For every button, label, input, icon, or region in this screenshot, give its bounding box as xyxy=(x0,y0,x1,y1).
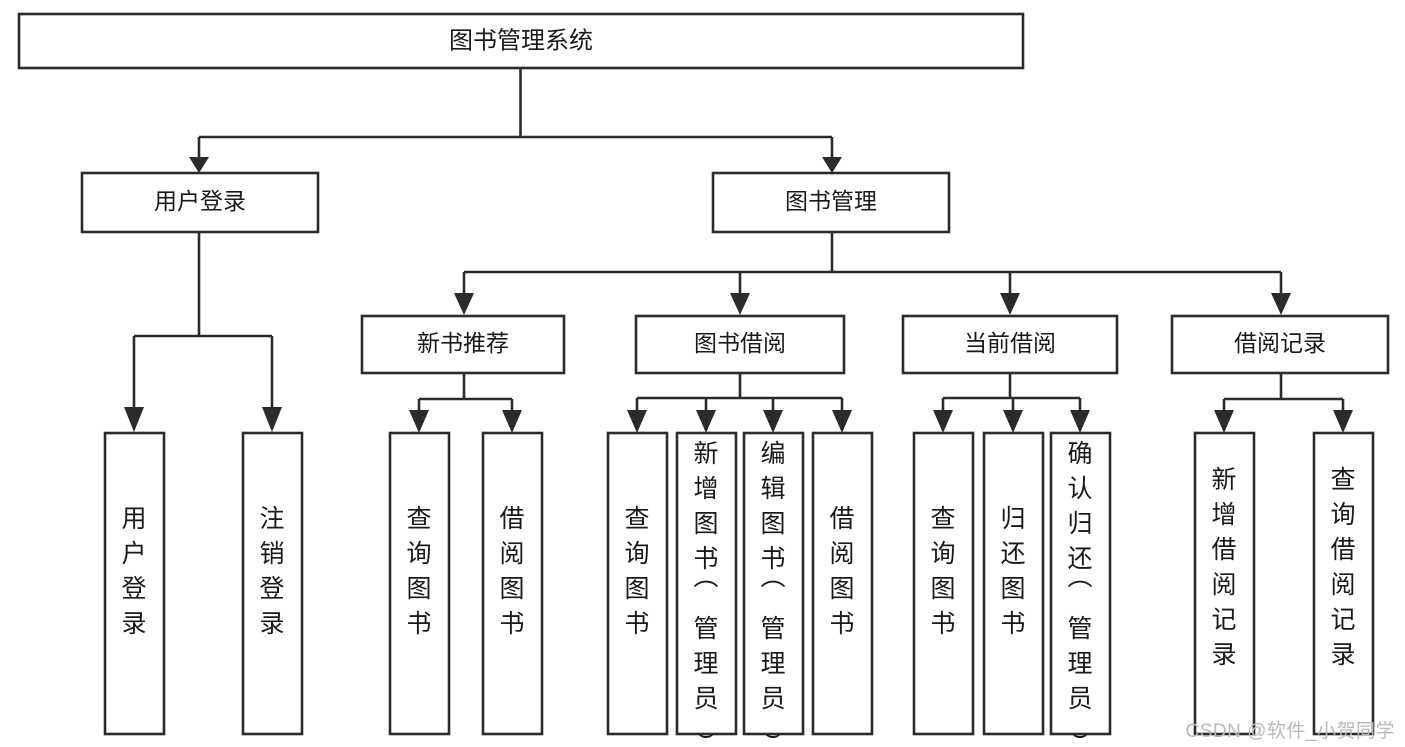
arrowhead-current-borrow xyxy=(1000,293,1020,315)
book-manage-label: 图书管理 xyxy=(785,188,877,214)
node-leaf-borrow-book-2[interactable]: 借阅图书 xyxy=(811,431,874,736)
current-borrow-box[interactable] xyxy=(901,314,1119,375)
node-new-book-recommend[interactable]: 新书推荐 xyxy=(360,314,566,375)
leaf-return-book-box[interactable] xyxy=(982,431,1045,736)
connector-group xyxy=(124,68,1353,433)
leaf-query-record-box[interactable] xyxy=(1312,431,1375,736)
arrowhead-new-book-recommend xyxy=(454,293,474,315)
leaf-add-book-label: 新增图书⌒管理员⌣ xyxy=(693,440,718,747)
node-user-login[interactable]: 用户登录 xyxy=(80,171,320,234)
leaf-add-record-box[interactable] xyxy=(1193,431,1256,736)
leaf-nodes-group: 用户登录 注销登录 查询图书 借阅图书 查询图书 新增图书⌒管理员⌣ xyxy=(103,431,1375,747)
leaf-add-record-label: 新增借阅记录 xyxy=(1211,466,1236,669)
leaf-logout-login-box[interactable] xyxy=(241,431,304,736)
root-box[interactable] xyxy=(17,12,1025,70)
node-leaf-confirm-return[interactable]: 确认归还⌒管理员⌣ xyxy=(1049,431,1112,747)
arrowhead-leaf-borrow-book-1 xyxy=(502,410,522,433)
arrowhead-leaf-user-login xyxy=(124,407,144,432)
leaf-query-book-1-label: 查询图书 xyxy=(406,505,431,638)
node-borrow-record[interactable]: 借阅记录 xyxy=(1170,314,1390,375)
node-leaf-query-record[interactable]: 查询借阅记录 xyxy=(1312,431,1375,736)
arrowhead-leaf-logout-login xyxy=(262,407,282,432)
leaf-edit-book-label: 编辑图书⌒管理员⌣ xyxy=(760,440,785,747)
book-borrow-box[interactable] xyxy=(634,314,846,375)
node-leaf-edit-book[interactable]: 编辑图书⌒管理员⌣ xyxy=(742,431,805,747)
node-book-manage[interactable]: 图书管理 xyxy=(711,171,951,234)
leaf-confirm-return-box[interactable] xyxy=(1049,431,1112,736)
leaf-user-login-box[interactable] xyxy=(103,431,166,736)
leaf-query-book-2-label: 查询图书 xyxy=(624,505,649,638)
arrowhead-leaf-query-book-1 xyxy=(409,410,429,433)
borrow-record-label: 借阅记录 xyxy=(1234,330,1326,356)
arrowhead-book-borrow xyxy=(730,293,750,315)
node-leaf-user-login[interactable]: 用户登录 xyxy=(103,431,166,736)
leaf-borrow-book-1-label: 借阅图书 xyxy=(499,505,524,638)
node-leaf-query-book-2[interactable]: 查询图书 xyxy=(606,431,669,736)
leaf-query-book-3-box[interactable] xyxy=(912,431,975,736)
leaf-borrow-book-1-box[interactable] xyxy=(481,431,544,736)
node-leaf-borrow-book-1[interactable]: 借阅图书 xyxy=(481,431,544,736)
node-leaf-query-book-3[interactable]: 查询图书 xyxy=(912,431,975,736)
arrowhead-leaf-return-book xyxy=(1003,410,1023,433)
leaf-return-book-label: 归还图书 xyxy=(1000,505,1025,638)
leaf-add-book-box[interactable] xyxy=(675,431,738,736)
arrowhead-leaf-query-record xyxy=(1333,410,1353,433)
arrowhead-leaf-add-book xyxy=(696,410,716,433)
root-label: 图书管理系统 xyxy=(449,27,593,54)
book-manage-box[interactable] xyxy=(711,171,951,234)
arrowhead-borrow-record xyxy=(1271,293,1291,315)
leaf-confirm-return-label: 确认归还⌒管理员⌣ xyxy=(1067,440,1092,747)
leaf-query-book-2-box[interactable] xyxy=(606,431,669,736)
node-leaf-add-record[interactable]: 新增借阅记录 xyxy=(1193,431,1256,736)
node-root[interactable]: 图书管理系统 xyxy=(17,12,1025,70)
arrowhead-book-manage xyxy=(822,157,842,173)
node-leaf-logout-login[interactable]: 注销登录 xyxy=(241,431,304,736)
new-book-recommend-box[interactable] xyxy=(360,314,566,375)
node-leaf-query-book-1[interactable]: 查询图书 xyxy=(388,431,451,736)
leaf-borrow-book-2-box[interactable] xyxy=(811,431,874,736)
leaf-edit-book-box[interactable] xyxy=(742,431,805,736)
node-leaf-add-book[interactable]: 新增图书⌒管理员⌣ xyxy=(675,431,738,747)
leaf-query-record-label: 查询借阅记录 xyxy=(1330,466,1355,669)
leaf-user-login-label: 用户登录 xyxy=(121,505,146,638)
current-borrow-label: 当前借阅 xyxy=(964,330,1056,356)
arrowhead-leaf-query-book-3 xyxy=(933,410,953,433)
borrow-record-box[interactable] xyxy=(1170,314,1390,375)
arrowhead-leaf-edit-book xyxy=(763,410,783,433)
leaf-query-book-1-box[interactable] xyxy=(388,431,451,736)
node-book-borrow[interactable]: 图书借阅 xyxy=(634,314,846,375)
new-book-recommend-label: 新书推荐 xyxy=(417,330,509,356)
book-borrow-label: 图书借阅 xyxy=(694,330,786,356)
node-current-borrow[interactable]: 当前借阅 xyxy=(901,314,1119,375)
arrowhead-leaf-add-record xyxy=(1214,410,1234,433)
arrowhead-leaf-query-book-2 xyxy=(627,410,647,433)
user-login-label: 用户登录 xyxy=(154,188,246,214)
user-login-box[interactable] xyxy=(80,171,320,234)
leaf-borrow-book-2-label: 借阅图书 xyxy=(829,505,854,638)
arrowhead-leaf-confirm-return xyxy=(1070,410,1090,433)
leaf-logout-login-label: 注销登录 xyxy=(259,505,284,638)
arrowhead-leaf-borrow-book-2 xyxy=(832,410,852,433)
arrowhead-user-login xyxy=(189,157,209,173)
leaf-query-book-3-label: 查询图书 xyxy=(930,505,955,638)
node-leaf-return-book[interactable]: 归还图书 xyxy=(982,431,1045,736)
